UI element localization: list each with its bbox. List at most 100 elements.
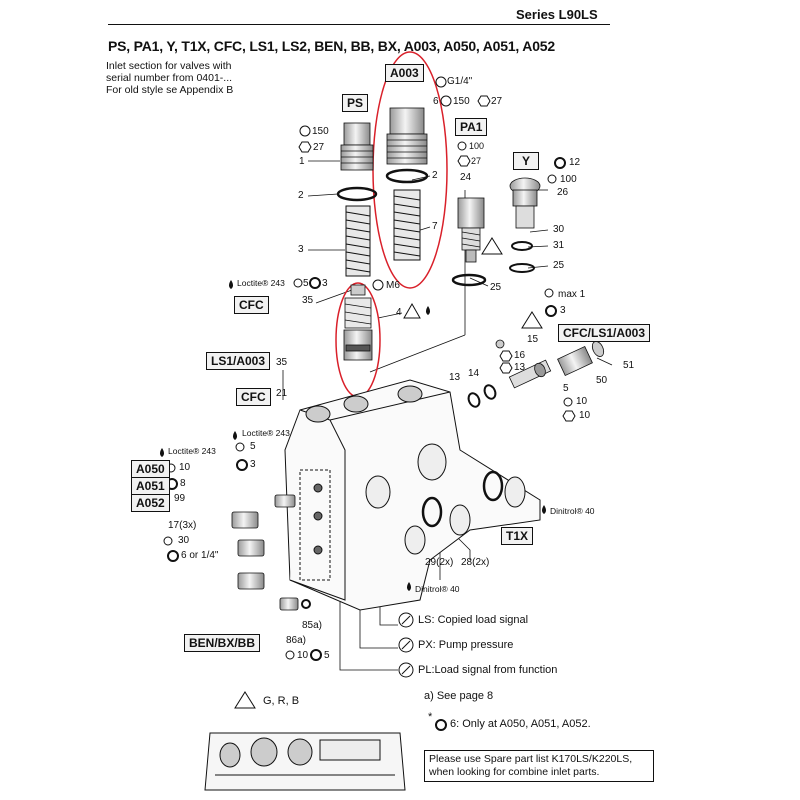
label-grb: G, R, B [263,695,300,707]
warning-triangle [521,311,543,329]
box-pa1: PA1 [455,118,488,136]
ps-spring-part [345,205,371,277]
label-part-14: 14 [468,368,480,379]
label-c5: 5 [303,278,309,289]
inlet-note-line: Inlet section for valves with [106,60,232,72]
footnote-see-page: a) See page 8 [424,690,494,702]
label-c3: 3 [322,278,328,289]
label-loctite-3: Loctite® 243 [168,446,216,456]
label-hex-27: 27 [491,96,503,107]
label-ps-torque: 150 [312,126,329,137]
label-o8: 8 [180,478,186,489]
label-part-1: 1 [299,156,305,167]
label-a003-2: 2 [432,170,438,181]
label-part-50: 50 [596,375,608,386]
page-heading: PS, PA1, Y, T1X, CFC, LS1, LS2, BEN, BB,… [108,38,555,54]
label-part-15: 15 [527,334,539,345]
label-part-2: 2 [298,190,304,201]
header-divider [108,24,610,25]
drop-icon [542,505,546,514]
label-part-17: 17(3x) [168,520,197,531]
label-part-31: 31 [553,240,565,251]
label-hex-16: 16 [514,350,526,361]
label-part-30: 30 [553,224,565,235]
a003-plug-part [385,107,429,184]
label-dinitrol-2: Dinitrol® 40 [415,584,460,594]
box-cfc: CFC [234,296,269,314]
label-dinitrol-1: Dinitrol® 40 [550,506,595,516]
label-part-5: 5 [563,383,569,394]
label-28: 28(2x) [461,557,490,568]
box-cfc-2: CFC [236,388,271,406]
cfc-cartridge-part [343,284,373,361]
warning-triangle [234,691,256,709]
label-hex-13: 13 [514,362,526,373]
inlet-note-line: serial number from 0401-... [106,72,233,84]
label-part-13: 13 [449,372,461,383]
box-ls1-a003: LS1/A003 [206,352,271,370]
label-torque-150: 150 [453,96,470,107]
warning-triangle [403,302,421,319]
spare-part-note-line: when looking for combine inlet parts. [429,766,600,778]
legend-ls: LS: Copied load signal [418,614,529,626]
inlet-note: Inlet section for valves with serial num… [106,60,233,96]
label-6-or-quarter: 6 or 1/4" [181,550,219,561]
label-loctite-1: Loctite® 243 [237,278,285,288]
label-part-99: 99 [174,493,186,504]
label-c3c: 3 [250,459,256,470]
label-y-12: 12 [569,157,581,168]
drop-icon [426,306,430,315]
label-c10c: 10 [297,650,309,661]
label-c10: 10 [576,396,588,407]
label-loctite-2: Loctite® 243 [242,428,290,438]
label-part-3: 3 [298,244,304,255]
drop-icon [160,448,164,457]
legend-pl: PL:Load signal from function [418,664,558,676]
box-t1x: T1X [501,527,534,545]
a003-spring-part [393,189,421,261]
box-a052: A052 [131,494,170,512]
label-c5b: 5 [250,441,256,452]
pa1-valve-part [451,197,487,287]
label-o5: 5 [324,650,330,661]
warning-triangle [481,237,503,255]
ps-plug-part [336,122,378,202]
box-ben-bx-bb: BEN/BX/BB [184,634,261,652]
label-part-24: 24 [460,172,472,183]
ls1-valve-part [467,339,605,408]
box-ps: PS [342,94,369,112]
y-plug-part [509,177,541,273]
drop-icon [407,582,411,591]
box-y: Y [513,152,540,170]
box-a050: A050 [131,460,170,478]
label-part-21: 21 [276,388,288,399]
label-part-4: 4 [396,307,402,318]
label-c10b: 10 [179,462,191,473]
label-85a: 85a) [302,620,323,631]
label-part-6: 6 [433,96,439,107]
label-g14: G1/4" [447,76,473,87]
label-c3b: 3 [560,305,566,316]
label-pa1-torque: 100 [469,141,485,151]
label-ps-hex: 27 [313,142,325,153]
label-max1: max 1 [558,289,586,300]
label-y-100: 100 [560,174,577,185]
label-c30: 30 [178,535,190,546]
label-29: 29(2x) [425,557,454,568]
label-a003-7: 7 [432,221,438,232]
spare-part-note: Please use Spare part list K170LS/K220LS… [424,750,654,782]
drop-icon [233,431,237,440]
series-title: Series L90LS [516,7,598,22]
footnote-only: 6: Only at A050, A051, A052. [450,718,591,730]
side-plugs-part [231,494,311,611]
label-86a: 86a) [286,635,307,646]
label-m6: M6 [386,280,400,291]
legend-px: PX: Pump pressure [418,639,514,651]
valve-body-part [284,379,541,611]
spare-part-note-line: Please use Spare part list K170LS/K220LS… [429,753,633,765]
footnote-star: * [428,711,433,723]
label-part-25a: 25 [490,282,502,293]
label-h10: 10 [579,410,591,421]
t1x-discs-part [421,470,526,536]
box-a003: A003 [385,64,424,82]
